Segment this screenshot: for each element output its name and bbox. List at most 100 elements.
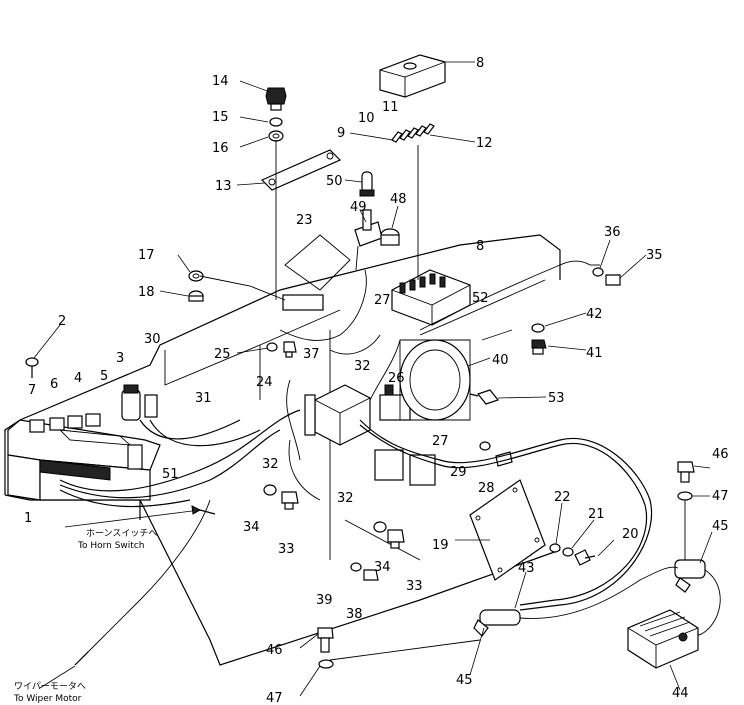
bolt-46-right xyxy=(677,461,695,501)
callout: 31 xyxy=(195,391,212,406)
callout: 27 xyxy=(374,293,391,308)
callout: 17 xyxy=(138,248,155,263)
screw-20 xyxy=(574,549,596,566)
callout: 37 xyxy=(303,347,320,362)
leader-lines xyxy=(33,61,713,697)
callout: 22 xyxy=(554,490,571,505)
washer-17 xyxy=(188,270,204,282)
wiper-motor-en: To Wiper Motor xyxy=(13,694,82,704)
cover-8 xyxy=(379,54,446,98)
callout: 48 xyxy=(390,192,407,207)
callout: 26 xyxy=(388,371,405,386)
callout: 4 xyxy=(74,371,82,386)
callout: 19 xyxy=(432,538,449,553)
console-housing xyxy=(4,234,561,666)
bolt-38 xyxy=(350,562,379,581)
switch-3 xyxy=(121,384,158,470)
callout: 45 xyxy=(712,519,729,534)
wiper-motor-jp: ワイパーモータへ xyxy=(14,681,86,692)
callout: 29 xyxy=(450,465,467,480)
callout: 43 xyxy=(518,561,535,576)
callout: 20 xyxy=(622,527,639,542)
washer-29 xyxy=(479,441,491,451)
callout: 32 xyxy=(354,359,371,374)
callout: 21 xyxy=(588,507,605,522)
callout: 9 xyxy=(337,126,345,141)
horn-switch-jp: ホーンスイッチへ xyxy=(86,528,157,539)
callout: 14 xyxy=(212,74,229,89)
callout: 32 xyxy=(337,491,354,506)
connector-45b xyxy=(674,559,706,593)
callout: 32 xyxy=(262,457,279,472)
callout: 13 xyxy=(215,179,232,194)
callout: 39 xyxy=(316,593,333,608)
callout: 44 xyxy=(672,686,689,701)
fuses xyxy=(391,123,435,143)
callout: 35 xyxy=(646,248,663,263)
bolt-14 xyxy=(265,87,287,142)
nut-18 xyxy=(188,290,204,302)
callout: 1 xyxy=(24,511,32,526)
callout: 41 xyxy=(586,346,603,361)
callout: 16 xyxy=(212,141,229,156)
callout: 34 xyxy=(374,560,391,575)
callout: 45 xyxy=(456,673,473,688)
callout: 28 xyxy=(478,481,495,496)
wire-harness xyxy=(59,260,721,666)
callout: 33 xyxy=(278,542,295,557)
reference-lines xyxy=(199,140,686,661)
callout: 47 xyxy=(712,489,729,504)
bolt-24 xyxy=(266,341,297,358)
screw-2 xyxy=(25,357,39,378)
relay-block-23 xyxy=(282,234,351,311)
callout: 46 xyxy=(712,447,729,462)
callout: 3 xyxy=(116,351,124,366)
relay-27 xyxy=(374,449,436,486)
callout: 15 xyxy=(212,110,229,125)
callout: 12 xyxy=(476,136,493,151)
callout: 46 xyxy=(266,643,283,658)
bracket-13 xyxy=(260,149,342,191)
callout: 7 xyxy=(28,383,36,398)
callout: 33 xyxy=(406,579,423,594)
callout: 8 xyxy=(476,239,484,254)
callout: 50 xyxy=(326,174,343,189)
cover-plate-19 xyxy=(469,479,546,581)
horn-switch-en: To Horn Switch xyxy=(77,541,144,551)
callout-labels: 1 2 3 4 5 6 7 8 8 9 10 11 12 13 14 15 16… xyxy=(24,56,729,705)
callout: 10 xyxy=(358,111,375,126)
callout: 18 xyxy=(138,285,155,300)
bolt-53 xyxy=(469,389,500,405)
callout: 2 xyxy=(58,314,66,329)
socket-48 xyxy=(380,228,400,246)
callout: 42 xyxy=(586,307,603,322)
horn-switch-note xyxy=(64,505,202,528)
callout: 51 xyxy=(162,467,179,482)
wiper-motor-note xyxy=(39,665,76,689)
callout: 23 xyxy=(296,213,313,228)
relay-37 xyxy=(304,384,371,446)
callout: 30 xyxy=(144,332,161,347)
callout: 8 xyxy=(476,56,484,71)
bolt-33a xyxy=(263,484,299,510)
notes: ホーンスイッチへ To Horn Switch ワイパーモータへ To Wipe… xyxy=(13,528,157,704)
callout: 47 xyxy=(266,691,283,705)
bulb-50 xyxy=(359,171,375,197)
callout: 53 xyxy=(548,391,565,406)
callout: 6 xyxy=(50,377,58,392)
connector-45a xyxy=(473,609,521,637)
bolt-33b xyxy=(373,521,405,549)
callout: 49 xyxy=(350,200,367,215)
callout: 40 xyxy=(492,353,509,368)
washer-22 xyxy=(549,543,561,553)
module-44 xyxy=(627,609,699,669)
callout: 27 xyxy=(432,434,449,449)
callout: 34 xyxy=(243,520,260,535)
callout: 5 xyxy=(100,369,108,384)
switch-49 xyxy=(354,209,383,271)
callout: 24 xyxy=(256,375,273,390)
washer-42 xyxy=(531,323,545,333)
washer-21 xyxy=(562,547,574,557)
callout: 52 xyxy=(472,291,489,306)
bolt-41 xyxy=(531,339,547,355)
